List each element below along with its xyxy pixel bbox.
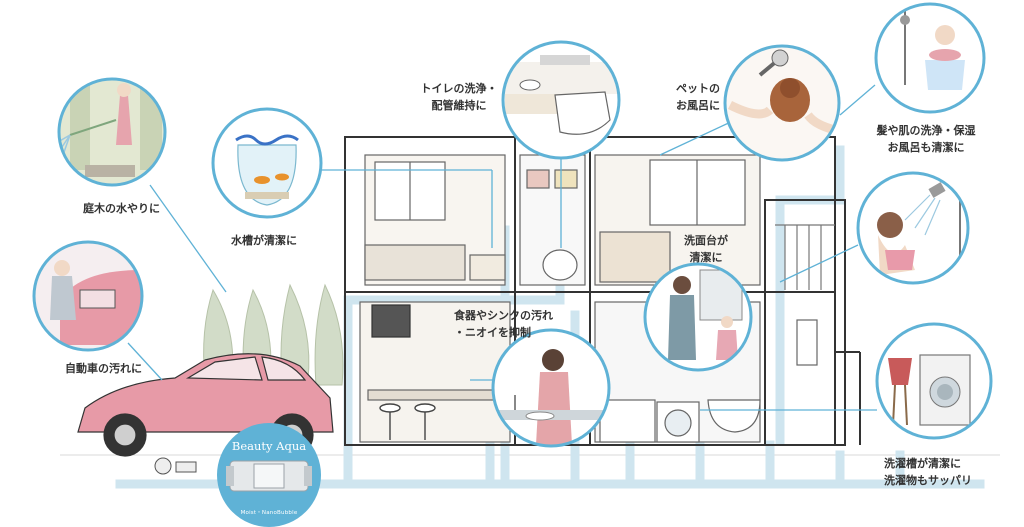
label-kitchen-line1: 食器やシンクの汚れ xyxy=(454,309,553,322)
aquarium-fishbowl-icon xyxy=(211,107,323,219)
label-toilet: トイレの洗浄・ 配管維持に xyxy=(416,80,502,114)
label-bath-line1: 髪や肌の洗浄・保湿 xyxy=(876,124,976,137)
label-sink-line2: 清潔に xyxy=(689,251,723,264)
toilet-icon xyxy=(501,40,621,160)
label-sink: 洗面台が 清潔に xyxy=(676,232,736,266)
label-kitchen-line2: ・ニオイを抑制 xyxy=(454,326,531,339)
label-garden: 庭木の水やりに xyxy=(83,202,160,215)
label-toilet-line1: トイレの洗浄・ xyxy=(420,82,498,95)
product-tagline: Moist・NanoBubble xyxy=(240,510,298,516)
water-filter-device-overlay xyxy=(226,460,312,492)
garden-watering-icon xyxy=(57,77,167,187)
label-bath: 髪や肌の洗浄・保湿 お風呂も清潔に xyxy=(861,122,991,156)
bath-shampoo-icon xyxy=(874,2,986,114)
label-pet: ペットの お風呂に xyxy=(668,80,728,114)
label-pet-line1: ペットの xyxy=(676,82,720,95)
washbasin-icon xyxy=(643,262,753,372)
label-sink-line1: 洗面台が xyxy=(684,234,728,247)
label-toilet-line2: 配管維持に xyxy=(431,99,487,112)
product-brand: Beauty Aqua xyxy=(231,439,307,453)
label-kitchen: 食器やシンクの汚れ ・ニオイを抑制 xyxy=(454,307,553,341)
label-laundry: 洗濯槽が清潔に 洗濯物もサッパリ xyxy=(884,455,972,489)
car-washing-icon xyxy=(32,240,144,352)
label-laundry-line1: 洗濯槽が清潔に xyxy=(884,457,961,470)
label-bath-line2: お風呂も清潔に xyxy=(887,141,965,154)
label-car: 自動車の汚れに xyxy=(65,362,142,375)
shower-icon xyxy=(856,171,970,285)
pet-bath-icon xyxy=(723,44,841,162)
label-laundry-line2: 洗濯物もサッパリ xyxy=(884,474,972,487)
kitchen-dishwashing-icon xyxy=(491,328,611,448)
callout-connectors xyxy=(127,84,877,411)
laundry-washer-icon xyxy=(875,322,993,440)
label-aquarium: 水槽が清潔に xyxy=(231,234,297,247)
label-pet-line2: お風呂に xyxy=(676,99,720,112)
